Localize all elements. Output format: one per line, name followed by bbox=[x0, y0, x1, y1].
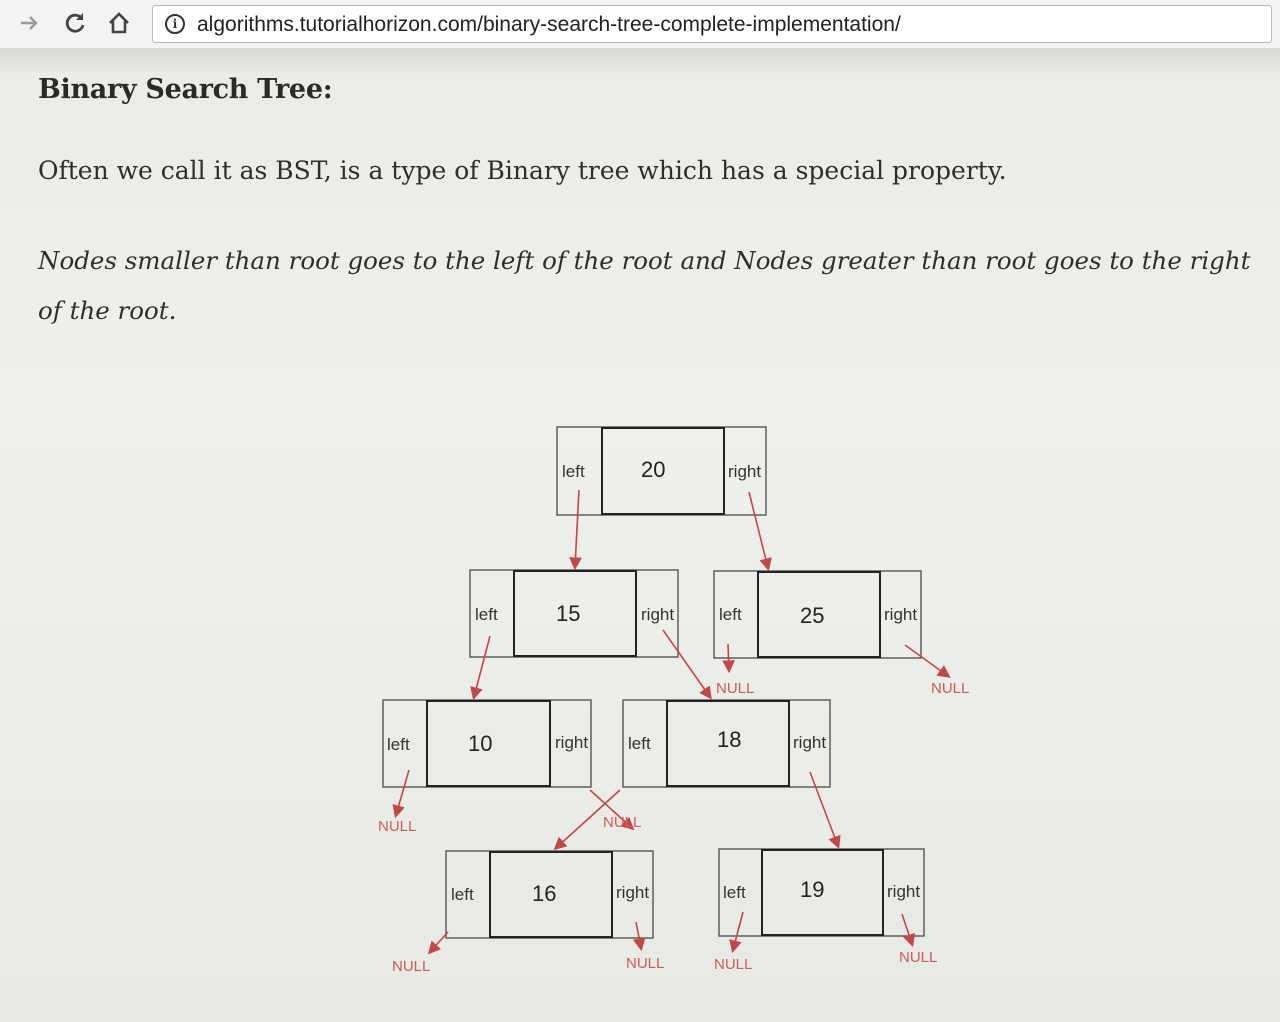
node-right-label: right bbox=[887, 882, 920, 901]
node-value: 15 bbox=[556, 601, 580, 626]
arrow-19-right-null bbox=[901, 913, 916, 948]
intro-paragraph: Often we call it as BST, is a type of Bi… bbox=[38, 156, 1007, 185]
node-left-label: left bbox=[475, 605, 498, 624]
node-value: 19 bbox=[800, 877, 824, 902]
browser-toolbar: i algorithms.tutorialhorizon.com/binary-… bbox=[0, 0, 1280, 49]
null-labels: NULL NULL NULL NULL NULL NULL NULL NULL bbox=[378, 680, 969, 975]
null-label: NULL bbox=[392, 958, 430, 975]
arrow-15-to-18 bbox=[662, 629, 712, 700]
reload-icon[interactable] bbox=[60, 8, 90, 38]
node-left-label: left bbox=[451, 885, 474, 904]
arrow-18-to-16 bbox=[553, 789, 621, 851]
null-label: NULL bbox=[626, 955, 664, 972]
node-left-label: left bbox=[628, 734, 651, 753]
node-right-label: right bbox=[616, 883, 649, 902]
address-bar[interactable]: i algorithms.tutorialhorizon.com/binary-… bbox=[152, 5, 1272, 43]
bst-node-18: left 18 right bbox=[622, 699, 831, 788]
arrow-25-right-null bbox=[904, 644, 951, 678]
arrow-16-left-null bbox=[427, 931, 449, 955]
bst-node-19: left 19 right bbox=[718, 848, 925, 937]
node-left-label: left bbox=[719, 605, 742, 624]
node-value: 16 bbox=[532, 881, 556, 906]
bst-node-10: left 10 right bbox=[382, 699, 592, 788]
info-icon[interactable]: i bbox=[165, 14, 185, 34]
arrow-18-to-19 bbox=[809, 771, 841, 849]
bst-node-16: left 16 right bbox=[445, 850, 654, 939]
node-value: 20 bbox=[641, 457, 665, 482]
node-right-label: right bbox=[641, 605, 674, 624]
url-text[interactable]: algorithms.tutorialhorizon.com/binary-se… bbox=[197, 13, 901, 36]
pointer-arrows bbox=[392, 489, 951, 955]
node-value: 25 bbox=[800, 603, 824, 628]
node-right-label: right bbox=[555, 733, 588, 752]
arrow-15-to-10 bbox=[470, 635, 491, 701]
bst-node-25: left 25 right bbox=[713, 570, 922, 659]
arrow-19-left-null bbox=[729, 911, 744, 954]
arrow-20-to-15 bbox=[569, 489, 582, 571]
page-heading: Binary Search Tree: bbox=[38, 74, 333, 105]
null-label: NULL bbox=[716, 680, 754, 697]
home-icon[interactable] bbox=[104, 8, 134, 38]
node-left-label: left bbox=[723, 883, 746, 902]
arrow-20-to-25 bbox=[748, 491, 772, 572]
arrow-25-left-null bbox=[722, 643, 736, 674]
node-right-label: right bbox=[728, 462, 761, 481]
node-left-label: left bbox=[387, 735, 410, 754]
arrow-10-left-null bbox=[392, 769, 410, 819]
forward-arrow-icon[interactable] bbox=[14, 8, 44, 38]
toolbar-shadow bbox=[0, 48, 1280, 74]
node-right-label: right bbox=[793, 733, 826, 752]
rule-paragraph: Nodes smaller than root goes to the left… bbox=[38, 246, 1251, 325]
bst-node-15: left 15 right bbox=[469, 569, 679, 658]
null-label: NULL bbox=[899, 949, 937, 966]
null-label: NULL bbox=[931, 680, 969, 697]
bst-node-20: left 20 right bbox=[556, 426, 767, 516]
node-value: 10 bbox=[468, 731, 492, 756]
null-label: NULL bbox=[603, 814, 641, 831]
null-label: NULL bbox=[378, 818, 416, 835]
node-value: 18 bbox=[717, 727, 741, 752]
node-left-label: left bbox=[562, 462, 585, 481]
null-label: NULL bbox=[714, 956, 752, 973]
arrow-10-right-to-18-left-null bbox=[589, 789, 635, 831]
node-right-label: right bbox=[884, 605, 917, 624]
arrow-16-right-null bbox=[632, 921, 646, 952]
